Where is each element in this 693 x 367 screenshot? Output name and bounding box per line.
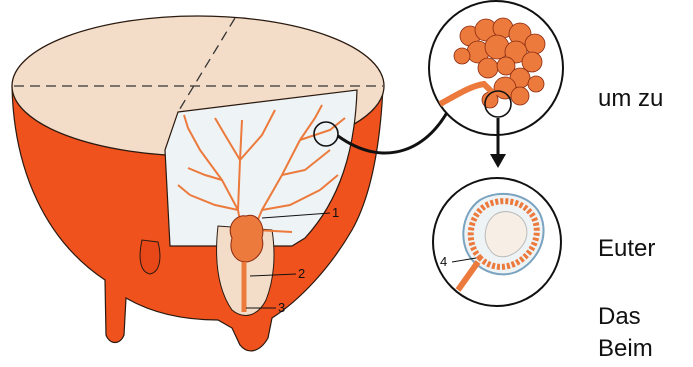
- side-text-line-4: Beim: [598, 337, 653, 361]
- teat-left-front: [140, 240, 160, 274]
- alveoli-detail: [429, 1, 563, 135]
- down-arrow-head: [490, 154, 506, 168]
- side-text-line-3: Das: [598, 305, 641, 329]
- side-text-line-2: Euter: [598, 237, 655, 261]
- label-1: 1: [332, 205, 339, 220]
- label-2: 2: [298, 266, 305, 281]
- alveolus-detail: [433, 178, 561, 306]
- udder-cross-section: [12, 16, 384, 351]
- label-3: 3: [278, 300, 285, 315]
- side-text-line-1: um zu: [598, 87, 663, 111]
- label-4: 4: [440, 254, 447, 269]
- gland-cistern: [230, 215, 263, 262]
